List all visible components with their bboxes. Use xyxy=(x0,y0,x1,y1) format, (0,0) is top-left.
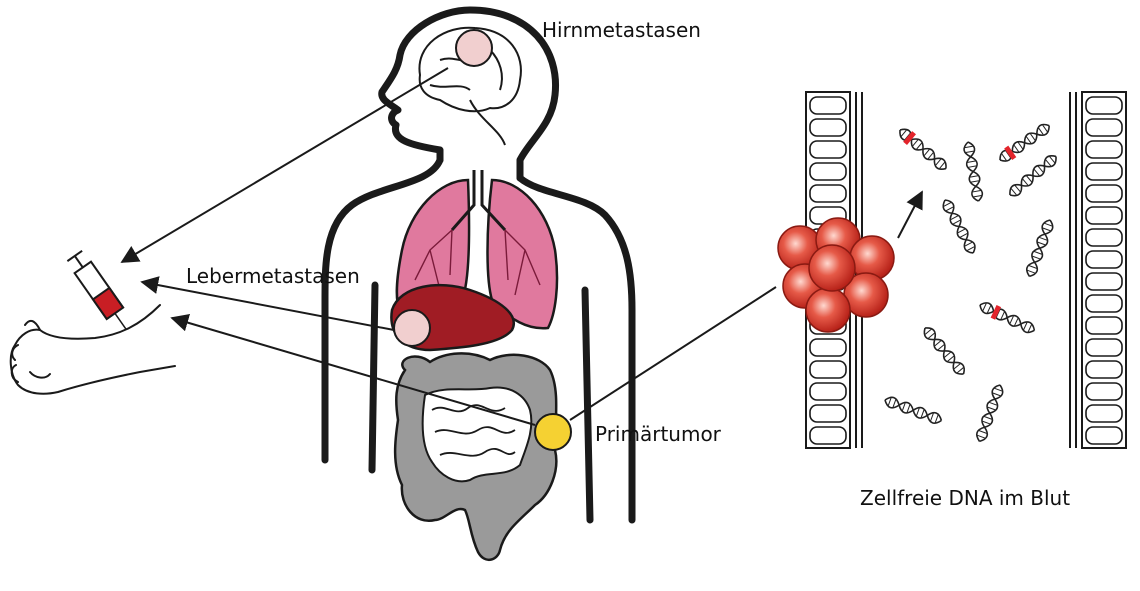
brain xyxy=(418,26,522,146)
label-brain-metastases: Hirnmetastasen xyxy=(542,18,701,42)
lungs xyxy=(395,170,559,330)
intestines xyxy=(393,352,558,561)
arrows xyxy=(120,67,923,426)
label-primary-tumor: Primärtumor xyxy=(595,422,722,446)
arrow-liver-to-blood xyxy=(140,276,395,331)
arm-icon xyxy=(9,304,176,395)
primary-tumor xyxy=(534,413,572,451)
liver-metastasis xyxy=(393,309,431,347)
syringe-icon xyxy=(66,249,127,331)
arrow-brain-to-blood xyxy=(120,67,449,263)
label-liver-metastases: Lebermetastasen xyxy=(186,264,360,288)
brain-metastasis xyxy=(455,29,493,67)
line-primary-to-cells xyxy=(569,286,777,421)
body-outline xyxy=(321,6,636,524)
arrow-primary-to-blood xyxy=(170,313,536,426)
liver xyxy=(390,283,515,352)
tumor-cell-cluster xyxy=(777,217,895,333)
vessel-wall-right xyxy=(1069,91,1127,449)
label-cfdna: Zellfreie DNA im Blut xyxy=(860,486,1070,510)
dna-helix-icon xyxy=(882,120,1061,444)
arrow-cells-to-dna xyxy=(897,190,923,239)
